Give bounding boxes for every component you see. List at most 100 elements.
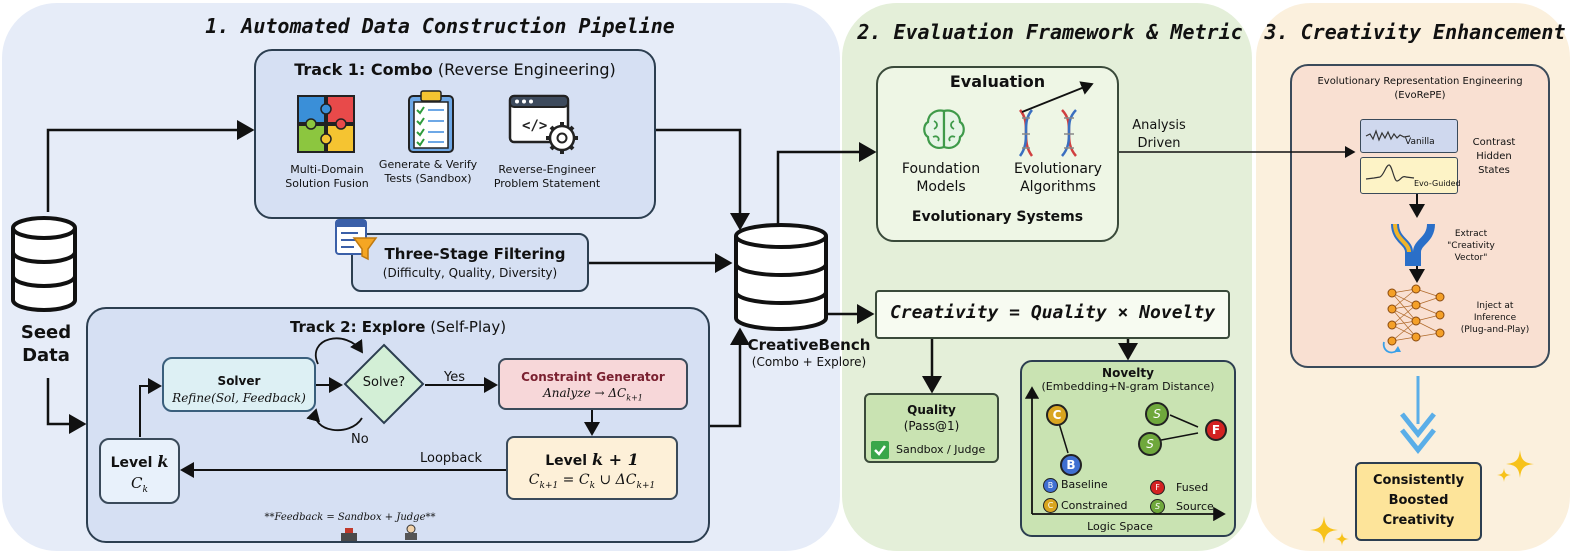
level-k1-formula-c: C [528, 472, 540, 488]
evolutionary-algorithms-label: Evolutionary Algorithms [1014, 161, 1102, 195]
creativebench-database-icon [734, 223, 828, 331]
track1-box [254, 49, 656, 219]
fork-merge-icon [1391, 223, 1435, 266]
constraint-generator-box [498, 358, 688, 410]
filtering-subtitle: (Difficulty, Quality, Diversity) [382, 266, 558, 280]
brain-icon [923, 109, 965, 149]
constraint-generator-subtitle: Analyze → ΔCk+1 [498, 386, 688, 402]
node-constrained: C [1046, 404, 1068, 426]
legend-source-label: Source [1176, 500, 1214, 513]
quality-title: Quality [907, 403, 956, 417]
creativebench-title: CreativeBench [747, 336, 871, 354]
legend-baseline-dot: B [1043, 478, 1058, 493]
track2-box [86, 307, 710, 543]
legend-constrained-label: Constrained [1061, 499, 1128, 512]
evaluation-title: Evaluation [949, 72, 1046, 91]
solver-subtitle: Refine(Sol, Feedback) [172, 391, 306, 405]
sparkle-icon [1310, 516, 1349, 546]
track2-title-rest: (Self-Play) [430, 318, 507, 336]
legend-baseline-label: Baseline [1061, 478, 1108, 491]
judge-icon [405, 524, 417, 540]
legend-fused-dot: F [1150, 480, 1165, 495]
legend-fused-label: Fused [1176, 481, 1209, 494]
level-k-var: k [157, 452, 169, 471]
filter-funnel-icon [335, 219, 378, 261]
evo-guided-waveform-icon [1365, 164, 1415, 182]
yes-label: Yes [444, 370, 465, 385]
level-k1-var: k + 1 [591, 450, 639, 469]
result-label: Consistently Boosted Creativity [1372, 473, 1465, 528]
level-k1-title: Level k + 1 [506, 450, 678, 469]
evo-guided-box [1360, 157, 1458, 194]
track1-title-rest: (Reverse Engineering) [437, 60, 616, 79]
level-k-box [99, 438, 180, 504]
constraint-generator-title: Constraint Generator [521, 370, 665, 384]
contrast-hidden-states-label: Contrast Hidden States [1472, 137, 1516, 176]
level-k1-word: Level [545, 453, 592, 469]
panel3-title: 3. Creativity Enhancement [1264, 20, 1566, 44]
svg-text:</>: </> [522, 118, 547, 134]
panel2-title: 2. Evaluation Framework & Metric [857, 20, 1243, 44]
inject-line1: Inject at [1476, 301, 1514, 311]
formula-box [875, 290, 1230, 339]
extract-label: Extract "Creativity Vector" [1432, 228, 1510, 264]
track1-item-2-label: Generate & Verify Tests (Sandbox) [378, 158, 478, 185]
node-fused: F [1205, 419, 1227, 441]
formula-text: Creativity = Quality × Novelty [889, 302, 1216, 323]
creativebench-subtitle: (Combo + Explore) [751, 355, 867, 369]
quality-box [864, 393, 999, 463]
track2-title: Track 2: Explore (Self-Play) [86, 318, 710, 336]
foundation-models-label: Foundation Models [901, 161, 981, 195]
node-baseline: B [1060, 454, 1082, 476]
code-gear-icon: </> [508, 94, 578, 154]
evorepe-abbr: (EvoRePE) [1394, 90, 1446, 101]
inject-line2: Inference [1473, 313, 1517, 323]
solver-title: Solver [217, 374, 261, 388]
decision-diamond [343, 343, 425, 425]
node-source-j: S [1138, 432, 1162, 456]
level-k1-box [506, 436, 678, 500]
novelty-title: Novelty [1102, 366, 1154, 380]
level-k1-formula: Ck+1 = Ck ∪ ΔCk+1 [528, 472, 656, 491]
double-chevron-down-icon [1400, 376, 1436, 455]
track1-title-bold: Track 1: Combo [294, 60, 433, 79]
evo-guided-label: Evo-Guided [1414, 179, 1461, 188]
seed-label-line1: Seed [20, 322, 72, 343]
extract-line2: "Creativity [1447, 241, 1495, 251]
analysis-driven-line2: Driven [1137, 136, 1181, 151]
dna-icon [1018, 109, 1077, 157]
vanilla-label: Vanilla [1405, 137, 1435, 147]
filtering-box [351, 233, 589, 292]
evaluation-box [876, 66, 1119, 242]
evolutionary-systems-label: Evolutionary Systems [911, 209, 1084, 225]
track1-title: Track 1: Combo (Reverse Engineering) [254, 60, 656, 79]
quality-check-label: Sandbox / Judge [896, 443, 986, 456]
logic-space-label: Logic Space [1087, 520, 1153, 533]
loopback-label: Loopback [420, 451, 483, 466]
feedback-label: **Feedback = Sandbox + Judge** [264, 512, 436, 523]
level-k-word: Level [110, 455, 158, 471]
analysis-driven-line1: Analysis [1132, 118, 1186, 133]
legend-constrained-dot: C [1043, 498, 1058, 513]
sparkle-icon [1497, 450, 1534, 482]
panel1-title: 1. Automated Data Construction Pipeline [205, 14, 675, 38]
clipboard-checklist-icon [408, 90, 454, 153]
track1-item-3-label: Reverse-Engineer Problem Statement [493, 163, 601, 190]
vanilla-waveform-icon [1365, 129, 1411, 142]
track1-item-1-label: Multi-Domain Solution Fusion [285, 163, 369, 190]
inject-line3: (Plug-and-Play) [1460, 325, 1530, 335]
evorepe-title: Evolutionary Representation Engineering [1317, 76, 1523, 87]
constraint-sub-index: k+1 [626, 393, 643, 403]
refresh-arrow-icon [1382, 341, 1401, 354]
inject-label: Inject at Inference (Plug-and-Play) [1455, 300, 1535, 336]
quality-metric: (Pass@1) [903, 419, 960, 433]
level-k-sub-text: C [131, 474, 143, 492]
puzzle-icon [297, 95, 355, 153]
extract-line3: Vector" [1454, 253, 1488, 263]
decision-label: Solve? [362, 375, 406, 390]
track2-title-bold: Track 2: Explore [289, 318, 426, 336]
level-k-title: Level k [99, 452, 180, 471]
constraint-sub-text: Analyze → ΔC [543, 386, 627, 400]
result-box [1355, 462, 1482, 541]
